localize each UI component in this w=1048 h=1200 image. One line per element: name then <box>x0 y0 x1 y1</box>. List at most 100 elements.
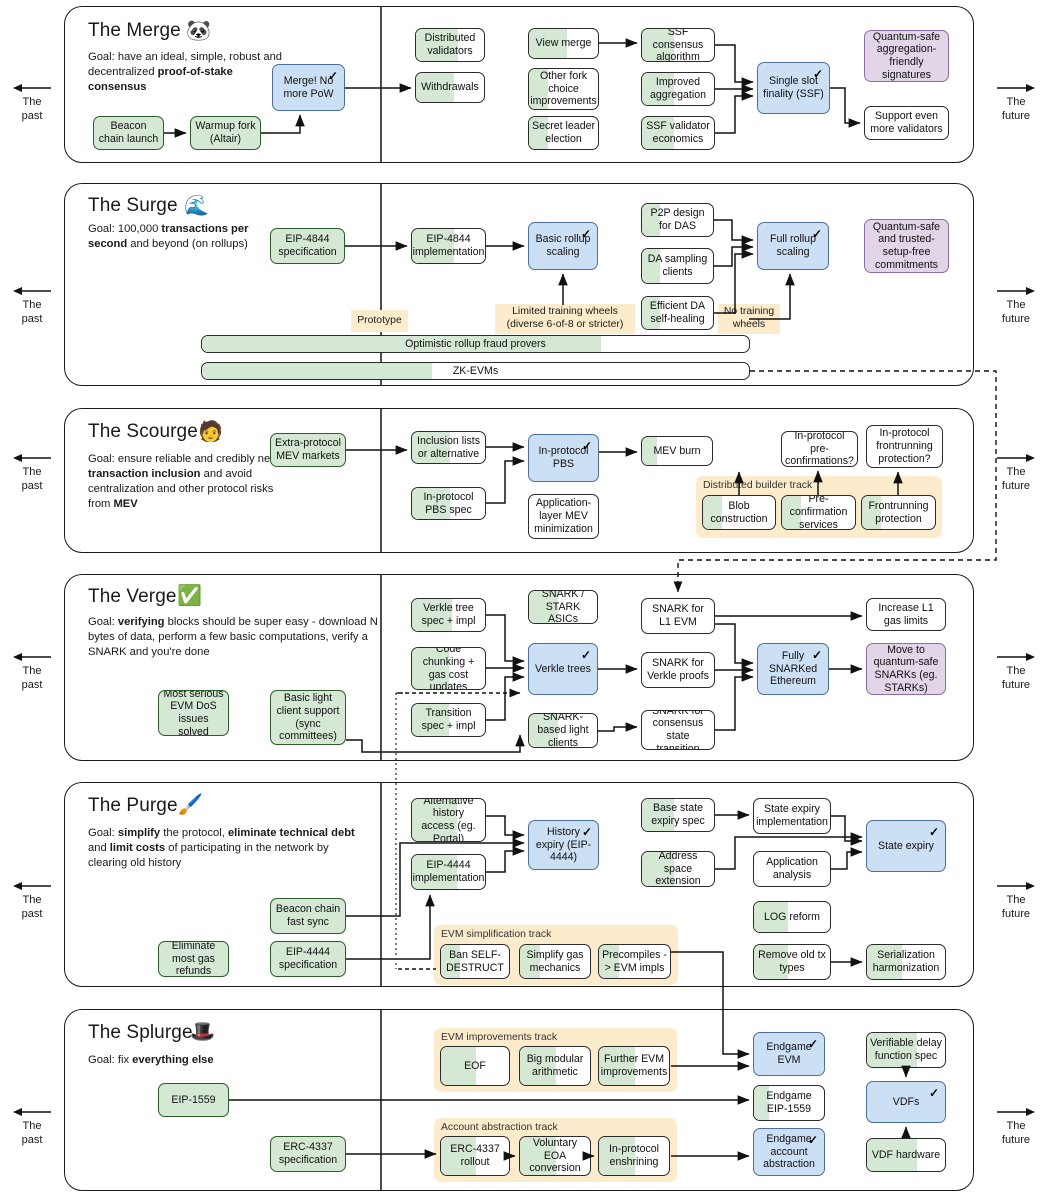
node-eof[interactable]: EOF <box>440 1046 510 1086</box>
node-da-sampling-clients[interactable]: DA sampling clients <box>641 248 714 284</box>
node-verifiable-delay-function-spec[interactable]: Verifiable delay function spec <box>866 1032 946 1068</box>
node-eip-4444-specification[interactable]: EIP-4444 specification <box>270 941 346 977</box>
node-merge-no-more-pow[interactable]: Merge! No more PoW✓ <box>272 64 345 111</box>
node-erc-4337-specification[interactable]: ERC-4337 specification <box>270 1136 346 1172</box>
node-frontrunning-protection[interactable]: Frontrunning protection <box>861 495 936 530</box>
node-state-expiry-implementation[interactable]: State expiry implementation <box>753 798 831 834</box>
node-endgame-evm[interactable]: Endgame EVM✓ <box>753 1032 825 1076</box>
node-inclusion-lists-or-alternative[interactable]: Inclusion lists or alternative <box>411 431 486 464</box>
node-address-space-extension[interactable]: Address space extension <box>641 851 715 887</box>
node-alternative-history-access[interactable]: Alternative history access (eg. Portal) <box>411 798 486 842</box>
node-label: Pre-confirmation services <box>789 495 848 530</box>
node-eliminate-most-gas-refunds[interactable]: Eliminate most gas refunds <box>158 941 229 977</box>
node-serialization-harmonization[interactable]: Serialization harmonization <box>866 944 946 980</box>
node-voluntary-eoa-conversion[interactable]: Voluntary EOA conversion <box>519 1136 591 1176</box>
node-label: View merge <box>535 37 592 50</box>
node-label: Endgame EVM <box>766 1041 812 1066</box>
node-quantum-safe-and-trusted-setup-free-commitments[interactable]: Quantum-safe and trusted-setup-free comm… <box>864 219 949 273</box>
node-endgame-account-abstraction[interactable]: Endgame account abstraction✓ <box>753 1128 825 1176</box>
section-title-surge: The Surge <box>88 195 178 216</box>
node-basic-light-client-support[interactable]: Basic light client support (sync committ… <box>270 690 346 745</box>
node-history-expiry-eip-4444[interactable]: History expiry (EIP-4444)✓ <box>528 820 599 870</box>
node-in-protocol-enshrining[interactable]: In-protocol enshrining <box>598 1136 670 1176</box>
node-extra-protocol-mev-markets[interactable]: Extra-protocol MEV markets <box>270 433 346 467</box>
node-distributed-validators[interactable]: Distributed validators <box>415 28 485 62</box>
section-title-splurge: The Splurge <box>88 1022 193 1043</box>
future-line-2: future <box>1001 479 1031 492</box>
node-withdrawals[interactable]: Withdrawals <box>415 72 485 103</box>
node-label: Application-layer MEV minimization <box>534 497 593 535</box>
node-eip-1559[interactable]: EIP-1559 <box>158 1083 229 1117</box>
node-pre-confirmation-services[interactable]: Pre-confirmation services <box>781 495 856 530</box>
node-p2p-design-for-das[interactable]: P2P design for DAS <box>641 203 714 237</box>
node-vdf-hardware[interactable]: VDF hardware <box>866 1138 946 1172</box>
node-view-merge[interactable]: View merge <box>528 28 599 59</box>
node-snark-based-light-clients[interactable]: SNARK-based light clients <box>528 713 598 748</box>
node-secret-leader-election[interactable]: Secret leader election <box>528 116 599 150</box>
node-snark-stark-asics[interactable]: SNARK / STARK ASICs <box>528 590 598 624</box>
past-label-purge: The past <box>0 880 64 922</box>
node-code-chunking-gas-cost-updates[interactable]: Code chunking + gas cost updates <box>411 647 486 690</box>
node-fully-snarked-ethereum[interactable]: Fully SNARKed Ethereum✓ <box>757 643 829 695</box>
node-vdfs[interactable]: VDFs✓ <box>866 1081 946 1123</box>
progress-fill <box>416 29 459 61</box>
node-other-fork-choice-improvements[interactable]: Other fork choice improvements <box>528 68 599 110</box>
node-in-protocol-frontrunning-protection[interactable]: In-protocol frontrunning protection? <box>866 425 943 468</box>
node-blob-construction[interactable]: Blob construction <box>702 495 776 530</box>
node-improved-aggregation[interactable]: Improved aggregation <box>641 72 715 106</box>
node-full-rollup-scaling[interactable]: Full rollup scaling✓ <box>757 222 829 270</box>
node-efficient-da-self-healing[interactable]: Efficient DA self-healing <box>641 296 714 330</box>
section-goal-scourge: Goal: ensure reliable and credibly neutr… <box>88 453 292 510</box>
node-label: SSF validator economics <box>646 120 710 145</box>
node-snark-for-verkle-proofs[interactable]: SNARK for Verkle proofs <box>641 652 715 688</box>
no-training-wheels-chip: No training wheels <box>718 304 780 334</box>
node-in-protocol-pbs-spec[interactable]: In-protocol PBS spec <box>411 487 486 520</box>
node-quantum-safe-aggregation-friendly-signatures[interactable]: Quantum-safe aggregation-friendly signat… <box>864 30 949 82</box>
node-label: SSF consensus algorithm <box>652 28 704 62</box>
check-icon: ✓ <box>928 1086 939 1100</box>
node-application-analysis[interactable]: Application analysis <box>753 851 831 887</box>
node-support-even-more-validators[interactable]: Support even more validators <box>864 106 949 140</box>
node-basic-rollup-scaling[interactable]: Basic rollup scaling✓ <box>528 222 598 270</box>
node-erc-4337-rollout[interactable]: ERC-4337 rollout <box>440 1136 510 1176</box>
node-transition-spec-impl[interactable]: Transition spec + impl <box>411 703 486 737</box>
node-warmup-fork-altair[interactable]: Warmup fork (Altair) <box>190 116 261 150</box>
node-verkle-tree-spec-impl[interactable]: Verkle tree spec + impl <box>411 598 486 632</box>
progress-fill <box>520 1137 557 1175</box>
past-line-2: past <box>21 312 43 325</box>
node-ssf-validator-economics[interactable]: SSF validator economics <box>641 116 715 150</box>
node-eip-4444-implementation[interactable]: EIP-4444 implementation <box>411 854 486 890</box>
check-icon: ✓ <box>811 227 822 241</box>
node-most-serious-evm-dos-issues-solved[interactable]: Most serious EVM DoS issues solved <box>158 690 229 736</box>
node-mev-burn[interactable]: MEV burn <box>641 436 713 466</box>
node-simplify-gas-mechanics[interactable]: Simplify gas mechanics <box>519 944 591 979</box>
node-beacon-chain-launch[interactable]: Beacon chain launch <box>93 116 164 150</box>
node-further-evm-improvements[interactable]: Further EVM improvements <box>598 1046 670 1086</box>
node-precompiles-evm-impls[interactable]: Precompiles -> EVM impls <box>598 944 671 979</box>
node-label: In-protocol pre-confirmations? <box>785 431 854 467</box>
node-snark-for-consensus-state-transition[interactable]: SNARK for consensus state transition <box>641 710 715 750</box>
node-base-state-expiry-spec[interactable]: Base state expiry spec <box>641 798 715 832</box>
node-remove-old-tx-types[interactable]: Remove old tx types <box>753 944 831 980</box>
node-move-to-quantum-safe-snarks[interactable]: Move to quantum-safe SNARKs (eg. STARKs) <box>866 643 946 695</box>
node-verkle-trees[interactable]: Verkle trees✓ <box>528 643 598 695</box>
node-beacon-chain-fast-sync[interactable]: Beacon chain fast sync <box>270 898 346 934</box>
node-ban-self-destruct[interactable]: Ban SELF-DESTRUCT <box>440 944 510 979</box>
node-in-protocol-pbs[interactable]: In-protocol PBS✓ <box>528 434 599 482</box>
node-increase-l1-gas-limits[interactable]: Increase L1 gas limits <box>866 598 946 631</box>
future-label-merge: The future <box>984 82 1048 124</box>
node-label: EIP-1559 <box>171 1093 216 1106</box>
progress-fill <box>867 1139 917 1171</box>
node-eip-4844-implementation[interactable]: EIP-4844 implementation <box>411 228 486 264</box>
node-big-modular-arithmetic[interactable]: Big modular arithmetic <box>519 1046 591 1086</box>
node-label: Withdrawals <box>421 81 479 94</box>
node-eip-4844-specification[interactable]: EIP-4844 specification <box>270 228 345 264</box>
node-ssf-consensus-algorithm[interactable]: SSF consensus algorithm <box>641 28 715 62</box>
node-single-slot-finality-ssf[interactable]: Single slot finality (SSF)✓ <box>757 62 830 114</box>
node-snark-for-l1-evm[interactable]: SNARK for L1 EVM <box>641 598 715 634</box>
node-application-layer-mev-minimization[interactable]: Application-layer MEV minimization <box>528 494 599 539</box>
node-log-reform[interactable]: LOG reform <box>753 901 831 933</box>
node-endgame-eip-1559[interactable]: Endgame EIP-1559 <box>753 1085 825 1121</box>
node-in-protocol-pre-confirmations[interactable]: In-protocol pre-confirmations? <box>781 431 858 467</box>
node-state-expiry[interactable]: State expiry✓ <box>866 820 946 872</box>
